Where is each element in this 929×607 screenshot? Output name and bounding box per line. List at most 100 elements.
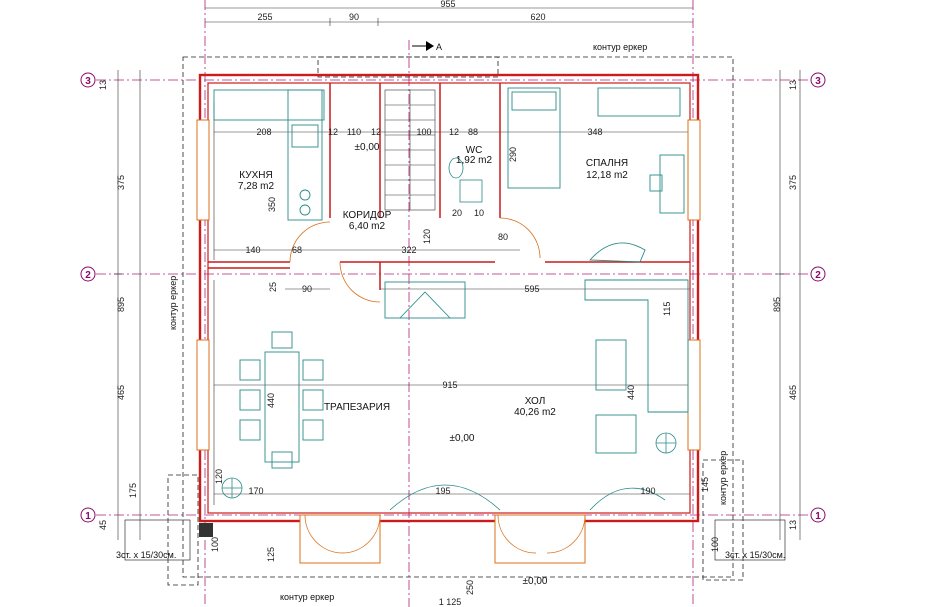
dim-12b: 12 — [371, 127, 381, 137]
room-area-corridor: 6,40 m2 — [349, 221, 386, 232]
dim-170: 170 — [248, 486, 263, 496]
dim-top-a: 255 — [257, 12, 272, 22]
dim-208: 208 — [256, 127, 271, 137]
dim-12a: 12 — [328, 127, 338, 137]
room-name-hall: ХОЛ — [525, 396, 546, 407]
dim-20: 20 — [452, 208, 462, 218]
kitchen-counter — [213, 89, 325, 221]
dim-290: 290 — [508, 147, 518, 162]
dining-set — [239, 331, 324, 469]
dim-140: 140 — [245, 245, 260, 255]
dim-125: 125 — [266, 547, 276, 562]
dim-left-465: 465 — [116, 385, 126, 400]
dim-100: 100 — [416, 127, 431, 137]
dim-right-375: 375 — [788, 175, 798, 190]
exterior-walls — [198, 73, 700, 523]
room-name-bedroom: СПАЛНЯ — [586, 158, 628, 169]
axis-bubble-1-right: 1 — [810, 507, 826, 523]
dim-595: 595 — [524, 284, 539, 294]
axis-bubble-3-right: 3 — [810, 72, 826, 88]
level-terrace: ±0,00 — [523, 576, 548, 587]
dim-left-45: 45 — [98, 520, 108, 530]
windows — [196, 119, 701, 564]
axis-bubble-2-right: 2 — [810, 266, 826, 282]
bay-outlines — [167, 56, 744, 586]
dim-195: 195 — [435, 486, 450, 496]
dim-115: 115 — [662, 302, 672, 316]
staircase — [384, 89, 436, 211]
axis-bubble-2-left: 2 — [80, 266, 96, 282]
axis-label: 3 — [85, 76, 91, 87]
dim-25: 25 — [268, 282, 278, 292]
dim-915: 915 — [442, 380, 457, 390]
dim-12c: 12 — [449, 127, 459, 137]
room-name-kitchen: КУХНЯ — [239, 170, 272, 181]
plant-icon — [221, 432, 677, 499]
dim-80: 80 — [498, 232, 508, 242]
level-hall: ±0,00 — [450, 433, 475, 444]
bay-label-bottom: контур еркер — [280, 592, 334, 602]
sofa — [584, 279, 689, 454]
door-swings — [289, 217, 586, 554]
dim-100a: 100 — [210, 537, 220, 552]
dim-68: 68 — [292, 245, 302, 255]
entrance-arcs — [389, 484, 666, 511]
dim-right-13: 13 — [788, 80, 798, 90]
entrance-steps — [124, 519, 786, 561]
section-marker-icon — [412, 41, 434, 51]
section-label: A — [436, 42, 442, 52]
steps-left-label: 3ст. х 15/30см. — [116, 550, 176, 560]
bay-label-top: контур еркер — [593, 42, 647, 52]
room-area-kitchen: 7,28 m2 — [238, 181, 275, 192]
room-name-wc: WC — [466, 145, 483, 156]
room-area-bedroom: 12,18 m2 — [586, 170, 628, 181]
dim-right-13b: 13 — [788, 520, 798, 530]
dim-440b: 440 — [626, 385, 636, 400]
dim-top-total: 955 — [440, 0, 455, 9]
dim-90: 90 — [302, 284, 312, 294]
dim-175: 175 — [128, 483, 138, 498]
wc-fixtures — [448, 157, 483, 203]
dim-120b: 120 — [214, 469, 224, 484]
dim-left-895: 895 — [116, 297, 126, 312]
dim-top-b: 90 — [349, 12, 359, 22]
axis-label: 1 — [815, 511, 821, 522]
axis-label: 1 — [85, 511, 91, 522]
bay-label-left: контур еркер — [168, 276, 178, 330]
dim-440: 440 — [266, 393, 276, 408]
dim-348: 348 — [587, 127, 602, 137]
dim-145: 145 — [700, 477, 710, 492]
dim-322: 322 — [401, 245, 416, 255]
dim-88: 88 — [468, 127, 478, 137]
room-name-corridor: КОРИДОР — [343, 210, 392, 221]
bedroom-furniture — [507, 87, 685, 263]
dim-1125: 1 125 — [439, 597, 462, 607]
axis-label: 3 — [815, 76, 821, 87]
interior-walls — [208, 83, 690, 290]
dim-110: 110 — [347, 127, 361, 137]
dim-top-c: 620 — [530, 12, 545, 22]
room-area-wc: 1,92 m2 — [456, 155, 493, 166]
dim-350: 350 — [267, 197, 277, 212]
fireplace — [384, 281, 466, 319]
axis-label: 2 — [85, 270, 91, 281]
dim-left-375: 375 — [116, 175, 126, 190]
dim-190: 190 — [640, 486, 655, 496]
steps-right-label: 3ст. х 15/30см. — [725, 550, 785, 560]
dim-10: 10 — [474, 208, 484, 218]
dim-right-895: 895 — [772, 297, 782, 312]
dim-250: 250 — [465, 580, 475, 595]
dim-right-465: 465 — [788, 385, 798, 400]
room-area-hall: 40,26 m2 — [514, 407, 556, 418]
dim-100b: 100 — [710, 537, 720, 552]
axis-bubble-1-left: 1 — [80, 507, 96, 523]
bay-label-right: контур еркер — [718, 451, 728, 505]
corner-column — [199, 523, 213, 537]
dim-left-13: 13 — [98, 80, 108, 90]
dim-120: 120 — [422, 229, 432, 244]
axis-bubble-3-left: 3 — [80, 72, 96, 88]
level-corridor: ±0,00 — [355, 142, 380, 153]
room-name-dining: ТРАПЕЗАРИЯ — [324, 402, 390, 413]
axis-label: 2 — [815, 270, 821, 281]
